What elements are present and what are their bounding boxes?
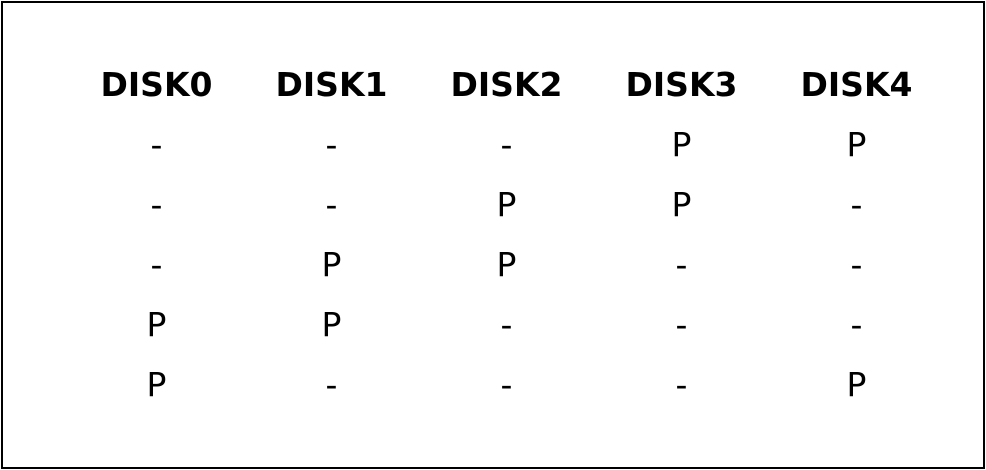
disk-header: DISK4 [800, 65, 913, 104]
grid-cell: - [150, 185, 163, 224]
grid-cell: P [146, 365, 167, 404]
grid-cell: - [150, 245, 163, 284]
disk-parity-grid: DISK0 DISK1 DISK2 DISK3 DISK4 - - - P P … [69, 55, 944, 415]
grid-cell: P [146, 305, 167, 344]
grid-cell: P [846, 125, 867, 164]
grid-cell: P [671, 125, 692, 164]
grid-cell: P [321, 305, 342, 344]
grid-cell: - [325, 365, 338, 404]
grid-cell: - [150, 125, 163, 164]
grid-cell: - [675, 365, 688, 404]
grid-cell: - [325, 125, 338, 164]
disk-header: DISK0 [100, 65, 213, 104]
grid-cell: P [496, 245, 517, 284]
grid-cell: P [496, 185, 517, 224]
grid-cell: P [671, 185, 692, 224]
grid-cell: - [500, 125, 513, 164]
grid-cell: P [321, 245, 342, 284]
grid-cell: - [675, 305, 688, 344]
disk-header: DISK3 [625, 65, 738, 104]
grid-cell: - [850, 305, 863, 344]
grid-cell: - [850, 245, 863, 284]
grid-cell: - [325, 185, 338, 224]
grid-cell: - [500, 305, 513, 344]
grid-cell: - [500, 365, 513, 404]
disk-header: DISK1 [275, 65, 388, 104]
grid-cell: - [675, 245, 688, 284]
grid-cell: - [850, 185, 863, 224]
grid-cell: P [846, 365, 867, 404]
disk-header: DISK2 [450, 65, 563, 104]
